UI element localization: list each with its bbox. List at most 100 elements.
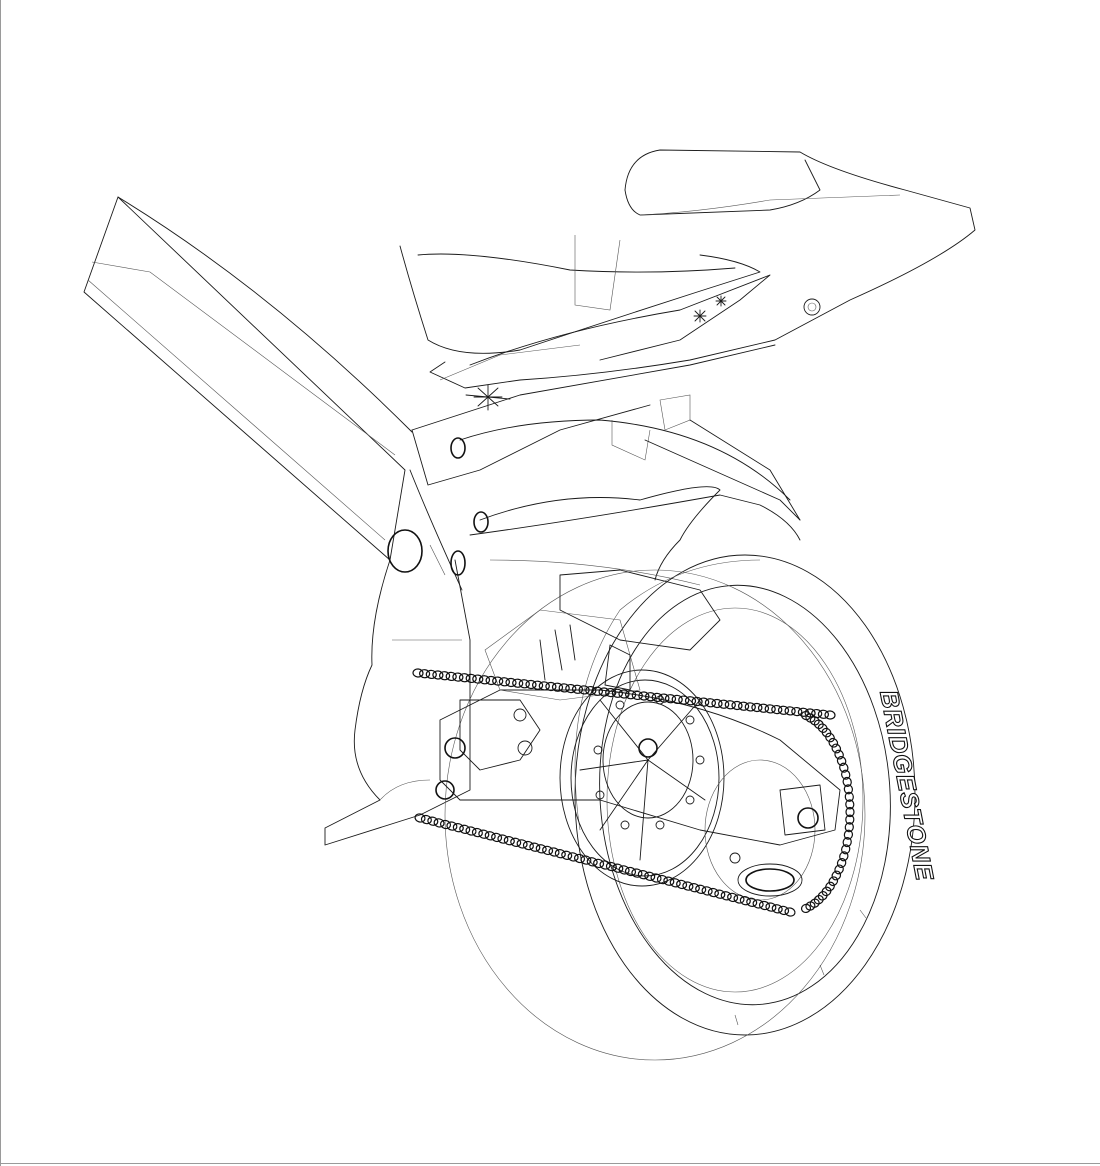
chain-link [676,879,688,890]
chain-link [831,870,842,881]
drive-chain [412,668,855,917]
chain-link [538,681,550,691]
chain-link [751,702,763,713]
chain-link [618,689,630,699]
chain-link [593,858,605,869]
chain-link [573,853,586,864]
chain-link [800,903,812,914]
chain-link [817,723,828,733]
chain-link [834,749,844,760]
chain-link [842,776,852,787]
chain-link [684,696,697,706]
chain-link [558,683,570,693]
chain-link [452,672,464,682]
chain-link [625,690,637,700]
chain-link [612,863,624,873]
chain-link [691,696,703,707]
chain-link [498,677,510,687]
chain-link [836,756,847,766]
chain-link [824,710,836,720]
chain-link [516,839,528,849]
chain-link [771,704,783,715]
chain-link [664,694,677,704]
chain-link [644,871,656,881]
chain-link [497,834,509,844]
chain-link [432,670,444,680]
chain-link [599,860,611,870]
disc-bolts [593,695,705,830]
chain-link [542,845,554,856]
chain-link [845,806,855,818]
chain-link [525,679,537,690]
chain-link [842,837,852,848]
chain-link [535,844,547,854]
chain-link [813,719,824,730]
chain-link [598,687,610,697]
chain-link [414,813,426,823]
chain-link [545,681,557,692]
chain-link [845,814,855,825]
chain-link [711,698,723,709]
chain-link [492,676,504,686]
chain-link [631,868,643,878]
chain-link [764,704,776,714]
chain-link [671,694,683,705]
chain-link [548,847,560,857]
chain-link [478,675,491,685]
chain-link [618,865,630,875]
chain-link [650,873,662,883]
chain-link [591,686,603,696]
chain-link [551,682,564,692]
chain-link [746,897,758,907]
frame-beam [83,196,413,561]
chain-link [821,886,832,897]
chain-link [518,679,530,689]
chain-link [637,870,649,880]
chain-link [758,900,771,911]
chain-link [784,907,796,917]
chain-link [645,692,657,702]
chain-link [778,905,790,916]
chain-link [731,700,743,711]
chain-link [752,899,764,909]
chain-link [701,886,713,896]
chain-link [638,691,650,701]
chain-link [724,700,736,710]
chain-link [503,836,515,846]
chain-link [420,814,432,825]
chain-link [828,876,839,887]
chain-link [817,709,829,719]
chain-link [658,693,670,703]
chain-link [839,762,849,773]
rear-hugger [387,394,801,586]
chain-link [784,706,796,716]
chain-link [825,732,835,743]
chain-link [505,677,517,688]
chain-link [839,851,849,862]
chain-link [656,874,668,885]
chain-link [738,701,750,711]
chain-link [631,690,643,701]
chain-link [425,669,437,680]
chain-link [791,706,803,717]
chain-link [845,799,855,810]
chain-link [698,697,710,707]
chain-link [412,668,424,678]
chain-link [512,678,524,688]
chain-link [809,716,820,726]
chain-link [714,889,726,899]
chain-link [624,866,637,877]
chain-link [834,864,844,875]
chain-link [510,837,522,847]
chain-link [844,791,854,802]
chain-link [678,695,690,705]
chain-link [682,881,694,891]
chain-link [465,673,477,684]
chain-link [809,898,820,908]
chain-link [439,671,451,681]
chain-link [844,822,854,833]
chain-link [765,902,777,912]
chain-link [825,881,835,892]
chain-link [813,894,824,905]
chain-link [472,674,484,684]
